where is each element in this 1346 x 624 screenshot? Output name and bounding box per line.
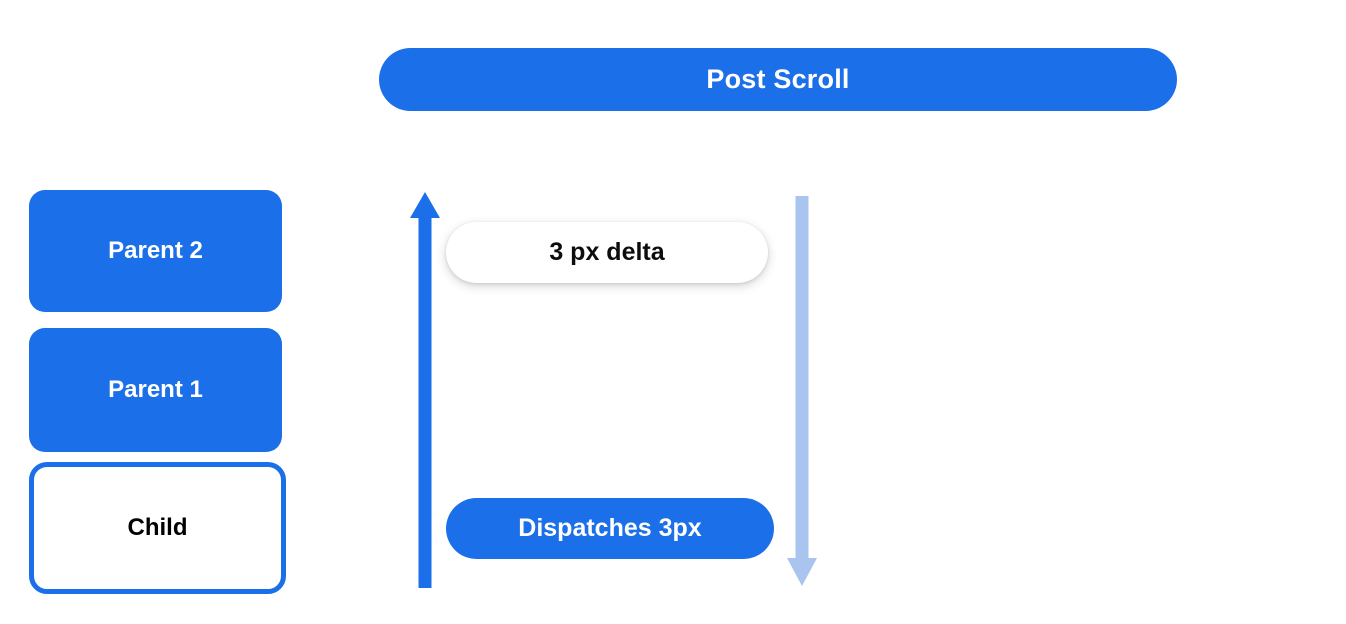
post-scroll-header-label: Post Scroll <box>706 64 850 94</box>
stack-box-parent-2: Parent 2 <box>29 190 282 312</box>
scroll-propagation-up-arrow-icon <box>410 192 440 588</box>
delta-pill-label: 3 px delta <box>549 238 665 266</box>
delta-pill: 3 px delta <box>446 222 768 283</box>
stack-box-child-label: Child <box>127 514 188 541</box>
post-scroll-header: Post Scroll <box>379 48 1177 111</box>
stack-box-parent-2-label: Parent 2 <box>108 237 203 264</box>
stack-box-parent-1-label: Parent 1 <box>108 376 203 403</box>
stack-box-parent-1: Parent 1 <box>29 328 282 452</box>
stack-box-child: Child <box>29 462 286 594</box>
dispatch-pill-label: Dispatches 3px <box>518 514 702 542</box>
scroll-dispatch-down-arrow-icon <box>787 196 817 586</box>
dispatch-pill: Dispatches 3px <box>446 498 774 559</box>
